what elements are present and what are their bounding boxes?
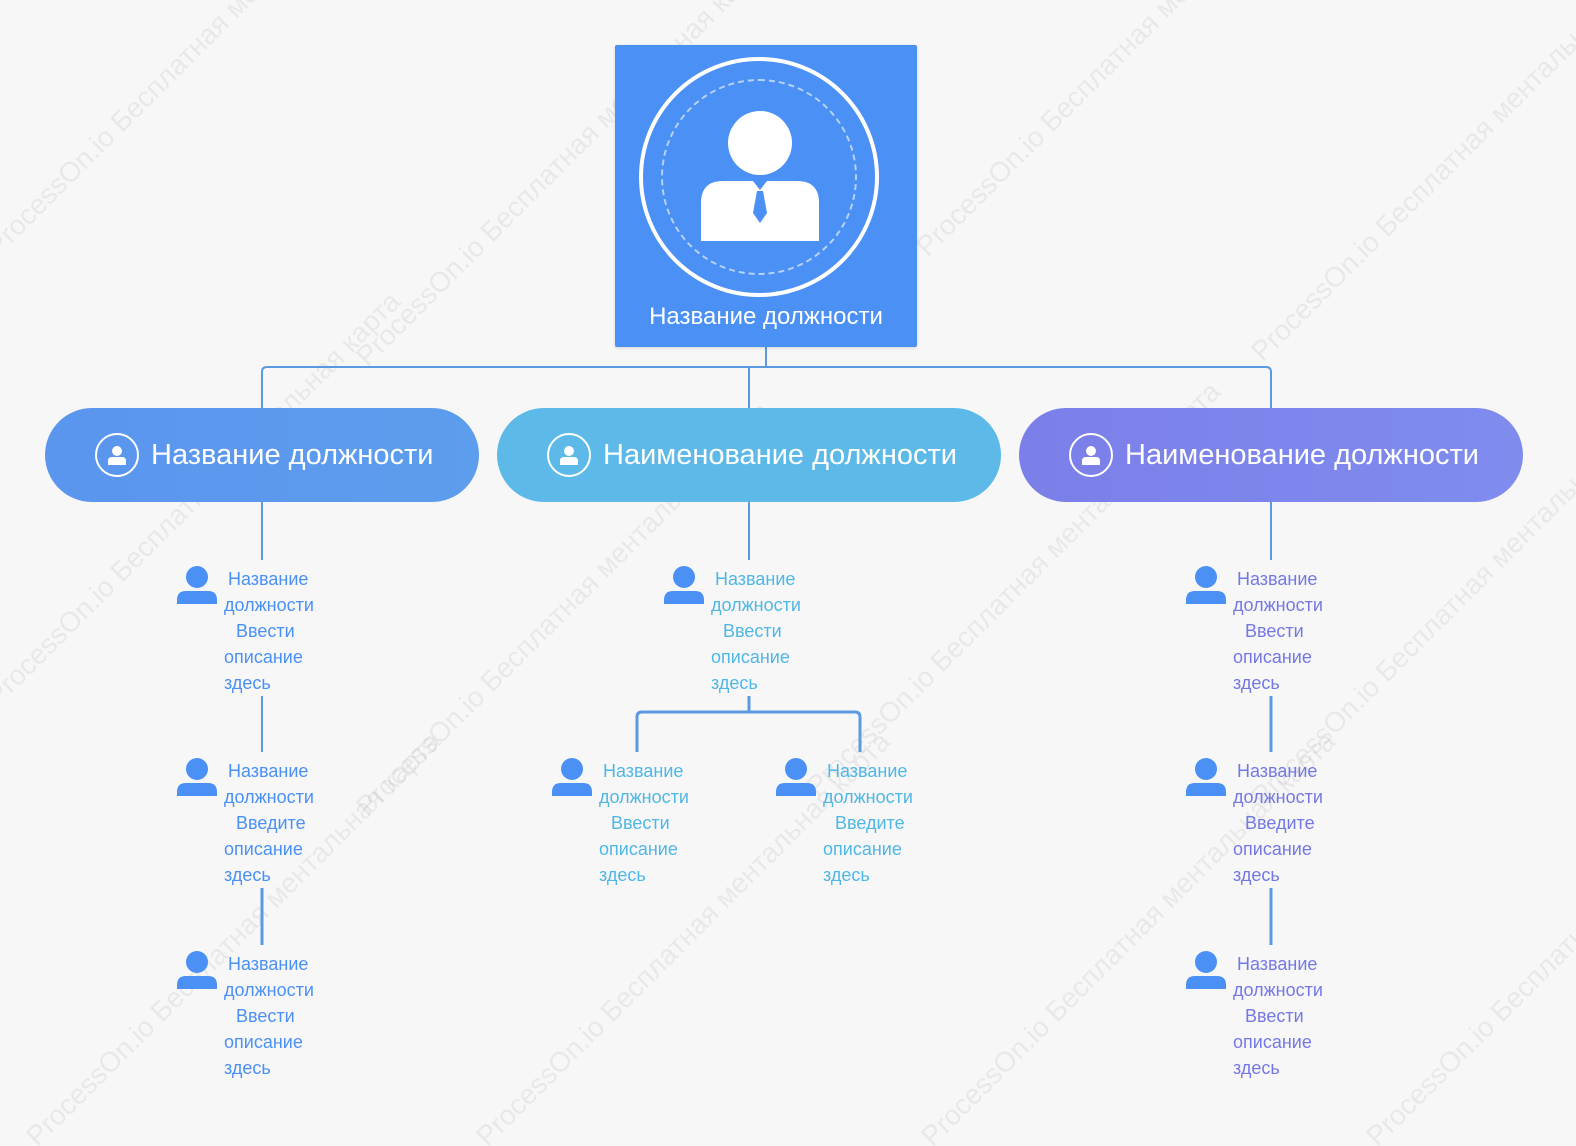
node-title: Название: [715, 569, 796, 589]
node-description: здесь: [224, 673, 271, 693]
branch-title: Название должности: [151, 438, 434, 471]
node-title: должности: [823, 787, 913, 807]
node-title: должности: [1233, 595, 1323, 615]
node-description: здесь: [1233, 673, 1280, 693]
branch-title: Наименование должности: [1125, 438, 1479, 471]
connector-top-bar: [261, 366, 1272, 408]
node-description: Введите: [835, 813, 905, 833]
node-description: Ввести: [1245, 621, 1304, 641]
person-circle-icon: [1069, 433, 1113, 477]
node-description: здесь: [224, 1058, 271, 1078]
person-icon: [177, 951, 217, 989]
node-title: Название: [1237, 569, 1318, 589]
node-description: Ввести: [236, 621, 295, 641]
node-title: должности: [599, 787, 689, 807]
node-description: здесь: [1233, 1058, 1280, 1078]
person-with-tie-icon: [701, 111, 819, 241]
node-description: здесь: [599, 865, 646, 885]
person-icon: [664, 566, 704, 604]
person-icon: [177, 758, 217, 796]
person-icon: [1186, 758, 1226, 796]
node-description: описание: [823, 839, 902, 859]
node-description: Введите: [1245, 813, 1315, 833]
node-description: описание: [1233, 839, 1312, 859]
node-title: должности: [224, 595, 314, 615]
node-title: Название: [228, 954, 309, 974]
person-circle-icon: [95, 433, 139, 477]
node-title: должности: [1233, 980, 1323, 1000]
node-title: должности: [1233, 787, 1323, 807]
node-description: Введите: [236, 813, 306, 833]
node-title: должности: [224, 980, 314, 1000]
branch-title: Наименование должности: [603, 438, 957, 471]
node-title: Название: [1237, 954, 1318, 974]
person-icon: [1186, 566, 1226, 604]
node-description: Ввести: [611, 813, 670, 833]
node-title: должности: [224, 787, 314, 807]
node-description: описание: [1233, 647, 1312, 667]
person-icon: [177, 566, 217, 604]
node-description: описание: [1233, 1032, 1312, 1052]
node-description: Ввести: [236, 1006, 295, 1026]
node-title: должности: [711, 595, 801, 615]
node-description: Ввести: [723, 621, 782, 641]
branch-pill-right[interactable]: Наименование должности: [1019, 408, 1523, 502]
node-title: Название: [228, 569, 309, 589]
person-icon: [552, 758, 592, 796]
node-title: Название: [1237, 761, 1318, 781]
root-title: Название должности: [649, 303, 883, 330]
root-node[interactable]: Название должности: [615, 45, 917, 347]
connector-middle-split: [635, 710, 862, 752]
node-description: Ввести: [1245, 1006, 1304, 1026]
node-description: описание: [224, 647, 303, 667]
node-description: здесь: [1233, 865, 1280, 885]
node-description: здесь: [823, 865, 870, 885]
node-title: Название: [603, 761, 684, 781]
node-title: Название: [827, 761, 908, 781]
branch-pill-left[interactable]: Название должности: [45, 408, 479, 502]
node-description: здесь: [711, 673, 758, 693]
person-circle-icon: [547, 433, 591, 477]
node-description: здесь: [224, 865, 271, 885]
root-avatar-ring: [639, 57, 879, 297]
person-icon: [1186, 951, 1226, 989]
node-title: Название: [228, 761, 309, 781]
branch-pill-middle[interactable]: Наименование должности: [497, 408, 1001, 502]
node-description: описание: [599, 839, 678, 859]
node-description: описание: [711, 647, 790, 667]
node-description: описание: [224, 839, 303, 859]
node-description: описание: [224, 1032, 303, 1052]
person-icon: [776, 758, 816, 796]
